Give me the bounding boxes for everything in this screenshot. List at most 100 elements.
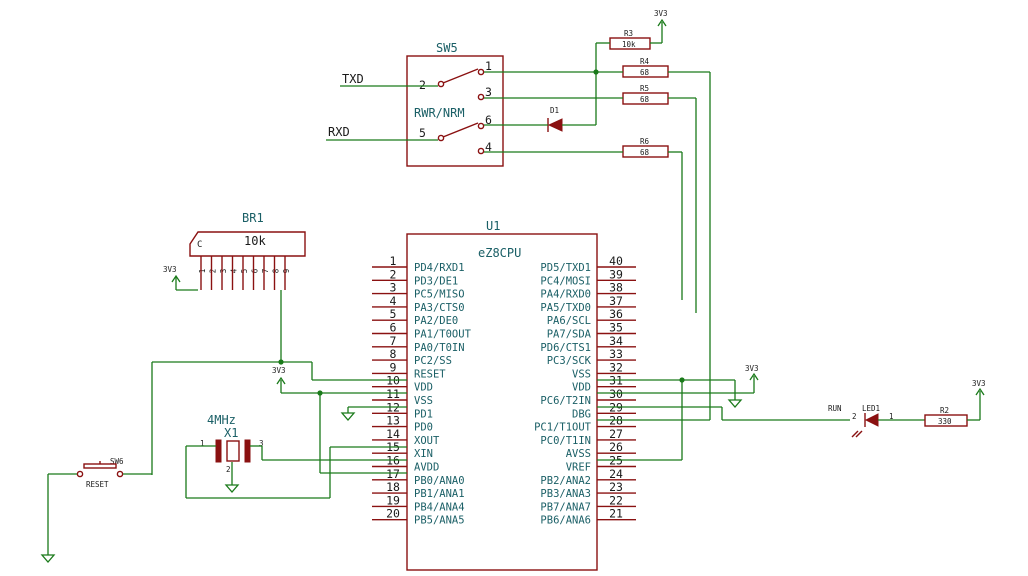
sw5-contact-5 bbox=[437, 134, 445, 142]
u1-pin-name: PA4/RXD0 bbox=[540, 289, 591, 301]
sw5-blade-lower bbox=[442, 122, 479, 138]
x1-pin3: 3 bbox=[259, 439, 264, 448]
u1-pin-name: DBG bbox=[572, 408, 591, 420]
power-label-right: 3V3 bbox=[745, 364, 759, 373]
u1-pin-number: 6 bbox=[390, 321, 397, 335]
sw5-body bbox=[406, 55, 504, 167]
u1-pin-name: RESET bbox=[414, 368, 446, 380]
u1-pin-name: PD3/DE1 bbox=[414, 275, 458, 287]
u1-pin-number: 7 bbox=[390, 334, 397, 348]
power-label-br1: 3V3 bbox=[163, 265, 177, 274]
u1-pin-number: 31 bbox=[609, 374, 623, 388]
r4-value: 68 bbox=[640, 68, 650, 77]
u1-pin-number: 17 bbox=[386, 467, 400, 481]
u1-value: eZ8CPU bbox=[478, 246, 521, 260]
u1-pin-number: 35 bbox=[609, 321, 623, 335]
br1-pin-number: 1 bbox=[198, 269, 207, 274]
u1-pin-name: PC4/MOSI bbox=[540, 275, 591, 287]
sw5-pin-6: 6 bbox=[485, 113, 492, 127]
u1-pin-name: PB7/ANA7 bbox=[540, 501, 591, 513]
x1-plate-right bbox=[244, 439, 251, 463]
br1-body bbox=[189, 231, 306, 257]
sw6-value: RESET bbox=[86, 480, 109, 489]
resistor-r2: R2 330 bbox=[924, 406, 968, 427]
resistor-r3: R3 10k bbox=[609, 29, 651, 50]
led1-pin2: 2 bbox=[852, 412, 857, 421]
net-label-rxd: RXD bbox=[328, 125, 350, 139]
resistor-r5: R5 68 bbox=[622, 84, 669, 105]
u1-pin-name: PA5/TXD0 bbox=[540, 302, 591, 314]
u1-pin-number: 8 bbox=[390, 347, 397, 361]
u1-pin-number: 39 bbox=[609, 267, 623, 281]
led1-ref: LED1 bbox=[862, 404, 880, 413]
sw5-contact-6 bbox=[477, 122, 485, 130]
u1-pin-name: PA2/DE0 bbox=[414, 315, 458, 327]
u1-pin-name: PD0 bbox=[414, 422, 433, 434]
net-label-txd: TXD bbox=[342, 72, 364, 86]
u1-pin-number: 26 bbox=[609, 440, 623, 454]
sw6-ref: SW6 bbox=[110, 457, 124, 466]
power-3v3-br1: 3V3 bbox=[163, 265, 198, 291]
power-3v3-led: 3V3 bbox=[972, 379, 986, 396]
u1-pin-name: VSS bbox=[414, 395, 433, 407]
u1-pin-name: AVDD bbox=[414, 462, 439, 474]
u1-pin-number: 20 bbox=[386, 507, 400, 521]
u1-pin-number: 40 bbox=[609, 254, 623, 268]
u1-pin-number: 24 bbox=[609, 467, 623, 481]
x1-ref: X1 bbox=[224, 426, 238, 440]
u1-pin-number: 21 bbox=[609, 507, 623, 521]
led1-body bbox=[864, 413, 879, 427]
d1-body bbox=[547, 118, 563, 132]
r6-ref: R6 bbox=[640, 137, 650, 146]
u1-pin-number: 11 bbox=[386, 387, 400, 401]
u1-pin-number: 34 bbox=[609, 334, 623, 348]
br1-pin-number: 6 bbox=[251, 268, 260, 273]
junction-r3 bbox=[593, 69, 599, 75]
ground-vss-left bbox=[340, 406, 407, 421]
u1-pin-number: 4 bbox=[390, 294, 397, 308]
r2-value: 330 bbox=[938, 417, 952, 426]
x1-body bbox=[226, 440, 240, 462]
power-arrow-icon bbox=[657, 18, 667, 27]
r3-ref: R3 bbox=[624, 29, 633, 38]
sw5-pin-1: 1 bbox=[485, 59, 492, 73]
x1-value: 4MHz bbox=[207, 413, 236, 427]
u1-pin-number: 37 bbox=[609, 294, 623, 308]
r2-ref: R2 bbox=[940, 406, 949, 415]
ground-icon bbox=[340, 412, 356, 421]
u1-pin-name: PD1 bbox=[414, 408, 433, 420]
power-3v3-top: 3V3 bbox=[654, 9, 668, 43]
sw5-switch: SW5 RWR/NRM 2 1 3 5 6 4 bbox=[406, 41, 504, 167]
u1-pin-name: AVSS bbox=[566, 448, 591, 460]
diode-d1: D1 bbox=[547, 106, 563, 132]
u1-pin-name: PA0/T0IN bbox=[414, 342, 465, 354]
sw5-pin-2: 2 bbox=[419, 78, 426, 92]
u1-pin-name: VREF bbox=[566, 462, 591, 474]
u1-pin-name: VDD bbox=[572, 382, 591, 394]
x1-plate-left bbox=[215, 439, 222, 463]
u1-pin-name: VSS bbox=[572, 368, 591, 380]
u1-pin-number: 10 bbox=[386, 374, 400, 388]
x1-pin1: 1 bbox=[200, 439, 205, 448]
u1-pin-number: 3 bbox=[390, 281, 397, 295]
u1-pin-number: 19 bbox=[386, 493, 400, 507]
u1-pin-number: 38 bbox=[609, 281, 623, 295]
u1-pin-name: PC6/T2IN bbox=[540, 395, 591, 407]
power-3v3-right: 3V3 bbox=[745, 364, 759, 381]
u1-pin-name: PB6/ANA6 bbox=[540, 515, 591, 527]
u1-pin-name: VDD bbox=[414, 382, 433, 394]
x1-pin2: 2 bbox=[226, 465, 231, 474]
u1-pin-name: PA6/SCL bbox=[547, 315, 591, 327]
br1-pin-number: 4 bbox=[230, 268, 239, 273]
ground-vss-right bbox=[727, 399, 743, 408]
r4-ref: R4 bbox=[640, 57, 650, 66]
u1-pin-name: PB3/ANA3 bbox=[540, 488, 591, 500]
power-label-vdd: 3V3 bbox=[272, 366, 286, 375]
u1-pin-number: 23 bbox=[609, 480, 623, 494]
ground-sw6 bbox=[40, 473, 77, 563]
br1-value: 10k bbox=[244, 234, 266, 248]
u1-pin-number: 22 bbox=[609, 493, 623, 507]
